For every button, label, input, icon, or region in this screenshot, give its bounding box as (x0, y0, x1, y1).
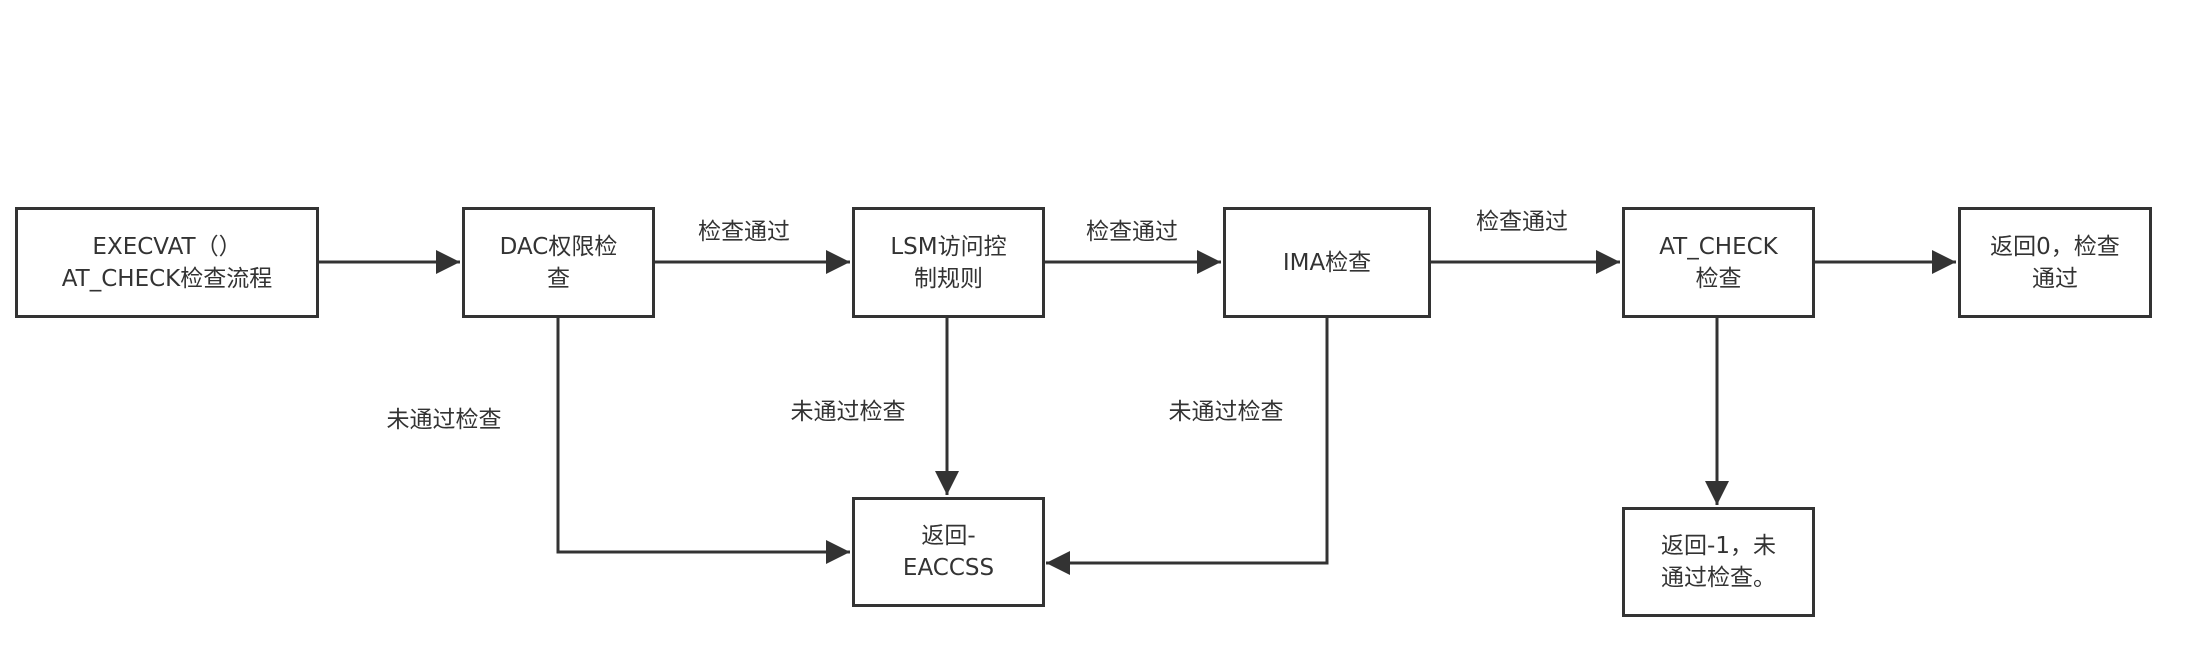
node-text: EACCSS (902, 555, 995, 581)
node-text: 检查 (1695, 265, 1742, 292)
node-ima-check: IMA检查 (1223, 207, 1431, 318)
edge-label-ima-pass: 检查通过 (1476, 209, 1568, 235)
node-text: IMA检查 (1282, 249, 1372, 276)
node-text: 制规则 (913, 265, 983, 292)
edge-label-dac-fail: 未通过检查 (386, 407, 502, 433)
edge-label-ima-fail: 未通过检查 (1168, 399, 1284, 425)
node-text: EXECVAT（） (92, 233, 242, 260)
node-text: 返回- (921, 523, 976, 549)
node-return-0: 返回0，检查通过 (1958, 207, 2152, 318)
node-text: AT_CHECK检查流程 (61, 265, 273, 292)
edge-label-lsm-pass: 检查通过 (1086, 219, 1178, 245)
node-at-check: AT_CHECK 检查 (1622, 207, 1815, 318)
node-text: 查 (546, 265, 570, 292)
node-lsm-rules: LSM访问控制规则 (852, 207, 1045, 318)
node-text: 通过检查。 (1661, 565, 1776, 591)
node-text: AT_CHECK (1659, 233, 1778, 260)
node-text: LSM访问控 (890, 233, 1007, 260)
node-text: 返回-1，未 (1661, 533, 1776, 559)
node-start: EXECVAT（） AT_CHECK检查流程 (15, 207, 319, 318)
node-text: 通过 (2031, 265, 2078, 292)
node-text: 返回0，检查 (1990, 233, 2120, 260)
edge-dac-fail (556, 317, 850, 564)
node-dac-check: DAC权限检查 (462, 207, 655, 318)
edge-label-lsm-fail: 未通过检查 (790, 399, 906, 425)
node-return-minus-1: 返回-1，未通过检查。 (1622, 507, 1815, 617)
node-return-eaccess: 返回- EACCSS (852, 497, 1045, 607)
edge-ima-fail (1046, 317, 1329, 575)
edge-label-dac-pass: 检查通过 (698, 219, 790, 245)
node-text: DAC权限检 (499, 233, 618, 260)
